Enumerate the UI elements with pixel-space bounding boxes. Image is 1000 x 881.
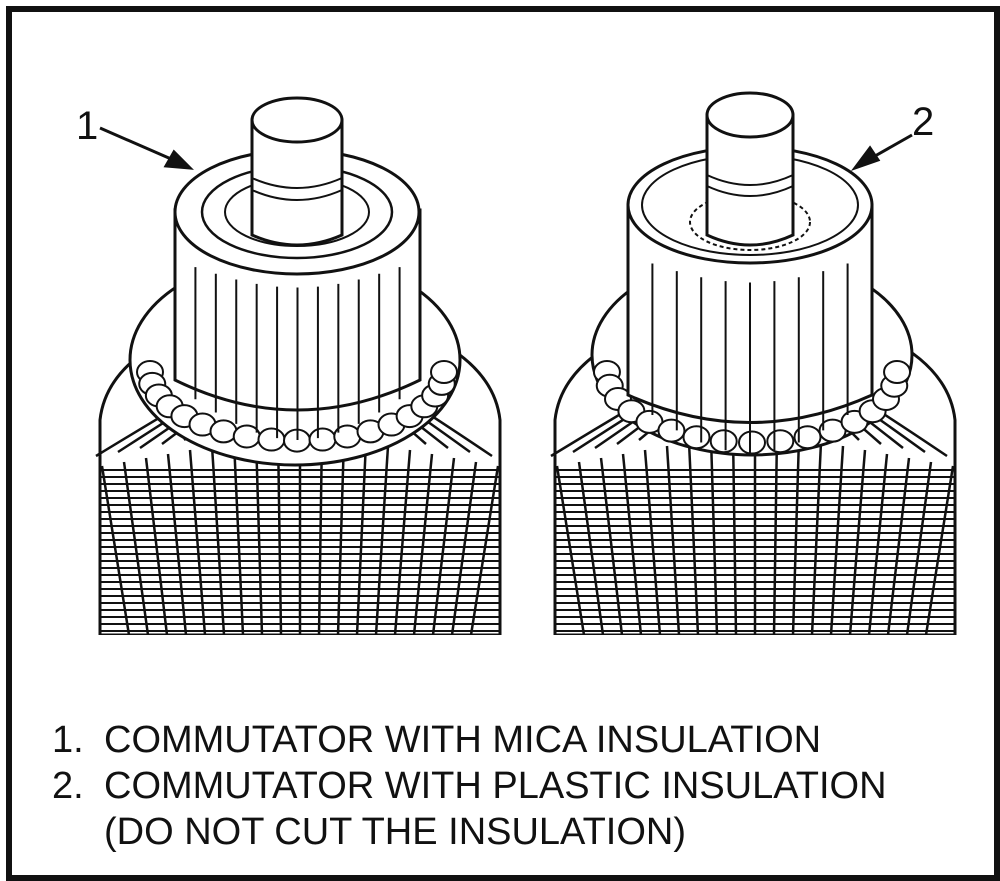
legend-text: (DO NOT CUT THE INSULATION) <box>104 810 687 853</box>
callout-label-1: 1 <box>76 104 99 148</box>
fan-tabs <box>136 360 458 453</box>
shaft <box>250 118 344 247</box>
fan-tabs <box>592 360 912 455</box>
shaft-end <box>705 91 795 139</box>
legend-item-1: 1. COMMUTATOR WITH MICA INSULATION <box>52 717 972 763</box>
shaft-end <box>250 96 344 144</box>
legend-text: COMMUTATOR WITH MICA INSULATION <box>104 718 822 761</box>
legend-item-3: (DO NOT CUT THE INSULATION) <box>52 809 972 855</box>
shaft <box>705 113 795 247</box>
legend-item-2: 2. COMMUTATOR WITH PLASTIC INSULATION <box>52 763 972 809</box>
armature-plastic <box>550 91 957 635</box>
legend-number: 1. <box>52 718 84 761</box>
armature-mica <box>95 96 502 635</box>
legend-number: 2. <box>52 764 84 807</box>
legend-text: COMMUTATOR WITH PLASTIC INSULATION <box>104 764 887 807</box>
legend: 1. COMMUTATOR WITH MICA INSULATION 2. CO… <box>52 717 972 855</box>
callout-arrow-1 <box>99 126 194 170</box>
callout-label-2: 2 <box>912 100 935 144</box>
commutator-bars <box>651 263 849 453</box>
commutator-bars <box>194 267 401 440</box>
callout-arrow-2 <box>850 133 913 172</box>
